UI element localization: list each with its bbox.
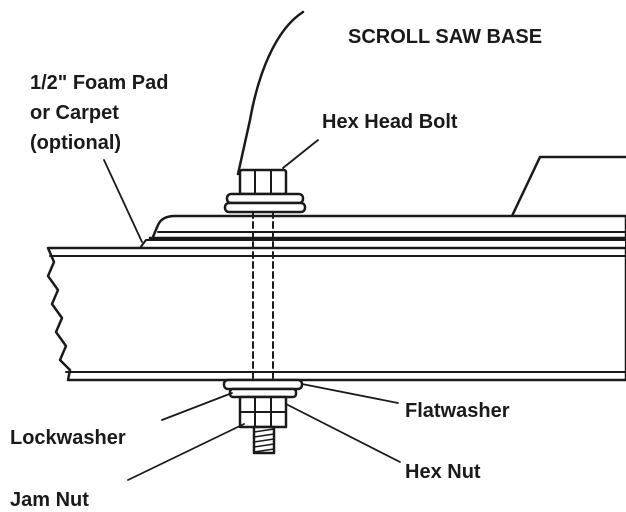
- workbench-board: [46, 246, 626, 382]
- saw-frame-arm: [236, 10, 305, 176]
- label-foam-pad-line1: 1/2" Foam Pad: [30, 72, 168, 94]
- label-lockwasher: Lockwasher: [10, 427, 126, 449]
- bolt-shank: [252, 211, 274, 385]
- hex-nut-part: [238, 395, 288, 429]
- label-foam-pad-line2: or Carpet: [30, 102, 119, 124]
- flatwasher-part: [222, 378, 304, 391]
- label-hex-nut: Hex Nut: [405, 461, 481, 483]
- diagram-title: SCROLL SAW BASE: [348, 26, 542, 48]
- leader-lines: [103, 139, 401, 481]
- saw-housing-outline: [510, 155, 626, 217]
- bolt-threaded-end: [252, 425, 276, 455]
- label-jam-nut: Jam Nut: [10, 489, 89, 511]
- label-flatwasher: Flatwasher: [405, 400, 510, 422]
- saw-base-plate: [148, 214, 626, 246]
- label-hex-head-bolt: Hex Head Bolt: [322, 111, 458, 133]
- label-foam-pad-line3: (optional): [30, 132, 121, 154]
- hex-head-bolt: [223, 168, 307, 214]
